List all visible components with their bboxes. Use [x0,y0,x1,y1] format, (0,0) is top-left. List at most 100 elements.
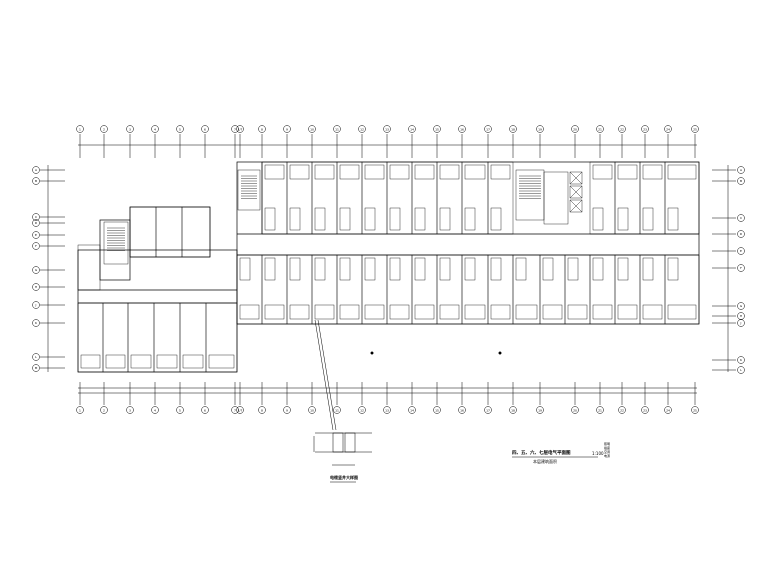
axis-label: 14 [410,128,414,132]
axis-label: D [35,221,38,225]
axis-bubble [32,353,40,361]
bathroom [642,257,654,281]
legend-item: 空调 [604,450,611,454]
guest-room [361,161,388,235]
balcony [490,164,511,180]
axis-bubble [126,406,134,414]
axis-label: 13 [385,128,389,132]
axis-bubble [283,125,291,133]
axis-bubble [596,125,604,133]
marker [370,351,374,355]
axis-bubble [100,125,108,133]
guest-room [436,161,463,235]
guest-room [639,254,666,325]
stair [237,169,261,211]
drawing-scale: 1:100 [592,451,604,456]
axis-label: 9 [286,409,288,413]
guest-room [205,302,238,373]
axis-bubble [484,125,492,133]
axis-bubble [32,242,40,250]
axis-label: 3 [129,128,131,132]
axis-label: 12 [360,409,364,413]
guest-room [77,302,104,373]
axis-label: G [35,268,38,272]
axis-label: B [35,179,37,183]
guest-room [512,254,541,325]
bathroom [314,257,326,281]
legend: 照明 插座 空调 电源 [604,442,610,458]
axis-bubble [664,406,672,414]
balcony [289,304,310,320]
balcony [642,304,663,320]
axis-label: 12 [360,128,364,132]
axis-bubble [571,125,579,133]
axis-label: 21 [598,128,602,132]
axis-label: 25 [693,409,697,413]
guest-room [436,254,463,325]
balcony [105,354,126,369]
guest-room [664,161,700,235]
axis-bubble [458,125,466,133]
axis-label: 10 [310,128,314,132]
axis-label: 11 [335,128,339,132]
balcony [439,304,460,320]
axis-label: 1/7 [238,409,243,413]
axis-bubble [664,125,672,133]
axis-bubble [737,177,745,185]
balcony [364,304,385,320]
guest-room [411,161,438,235]
balcony [617,164,638,180]
axis-label: 18 [511,409,515,413]
balcony [464,304,486,320]
axis-label: 18 [511,128,515,132]
axis-label: 4 [154,409,156,413]
axis-bubble [433,125,441,133]
axis-label: 8 [261,409,263,413]
guest-room [487,254,514,325]
drawing-subtitle: 本层建筑面积 [533,459,557,464]
axis-label: H [740,314,742,318]
axis-bubble [509,125,517,133]
axis-label: 1 [79,128,81,132]
bathroom [364,207,376,231]
guest-room [153,302,181,373]
axis-label: 23 [643,128,647,132]
balcony [439,164,460,180]
axis-label: D [740,232,743,236]
bathroom [314,207,326,231]
axis-label: 17 [486,409,490,413]
balcony [264,164,285,180]
bathroom [339,257,351,281]
guest-room [261,254,288,325]
axis-bubble [176,406,184,414]
balcony [414,164,435,180]
balcony [515,304,538,320]
bathroom [264,207,276,231]
bathroom [617,257,629,281]
axis-label: 7 [234,409,236,413]
balcony [364,164,385,180]
axis-label: 16 [460,128,464,132]
axis-bubble [641,406,649,414]
left-wing-outline [77,249,238,373]
balcony [464,164,486,180]
legend-item: 照明 [604,442,611,446]
balcony [667,164,697,180]
axis-label: 1 [79,409,81,413]
axis-label: G [740,304,743,308]
marker [498,351,502,355]
balcony [667,304,697,320]
axis-label: 13 [385,409,389,413]
detail-title: 电缆竖井大样图 [330,475,358,480]
axis-label: M [35,366,38,370]
axis-label: 22 [620,128,624,132]
axis-bubble [358,125,366,133]
axis-label: 21 [598,409,602,413]
bathroom [464,257,476,281]
axis-bubble [641,125,649,133]
lobby [543,171,569,225]
balcony [289,164,310,180]
bathroom [490,207,502,231]
axis-bubble [32,213,40,221]
